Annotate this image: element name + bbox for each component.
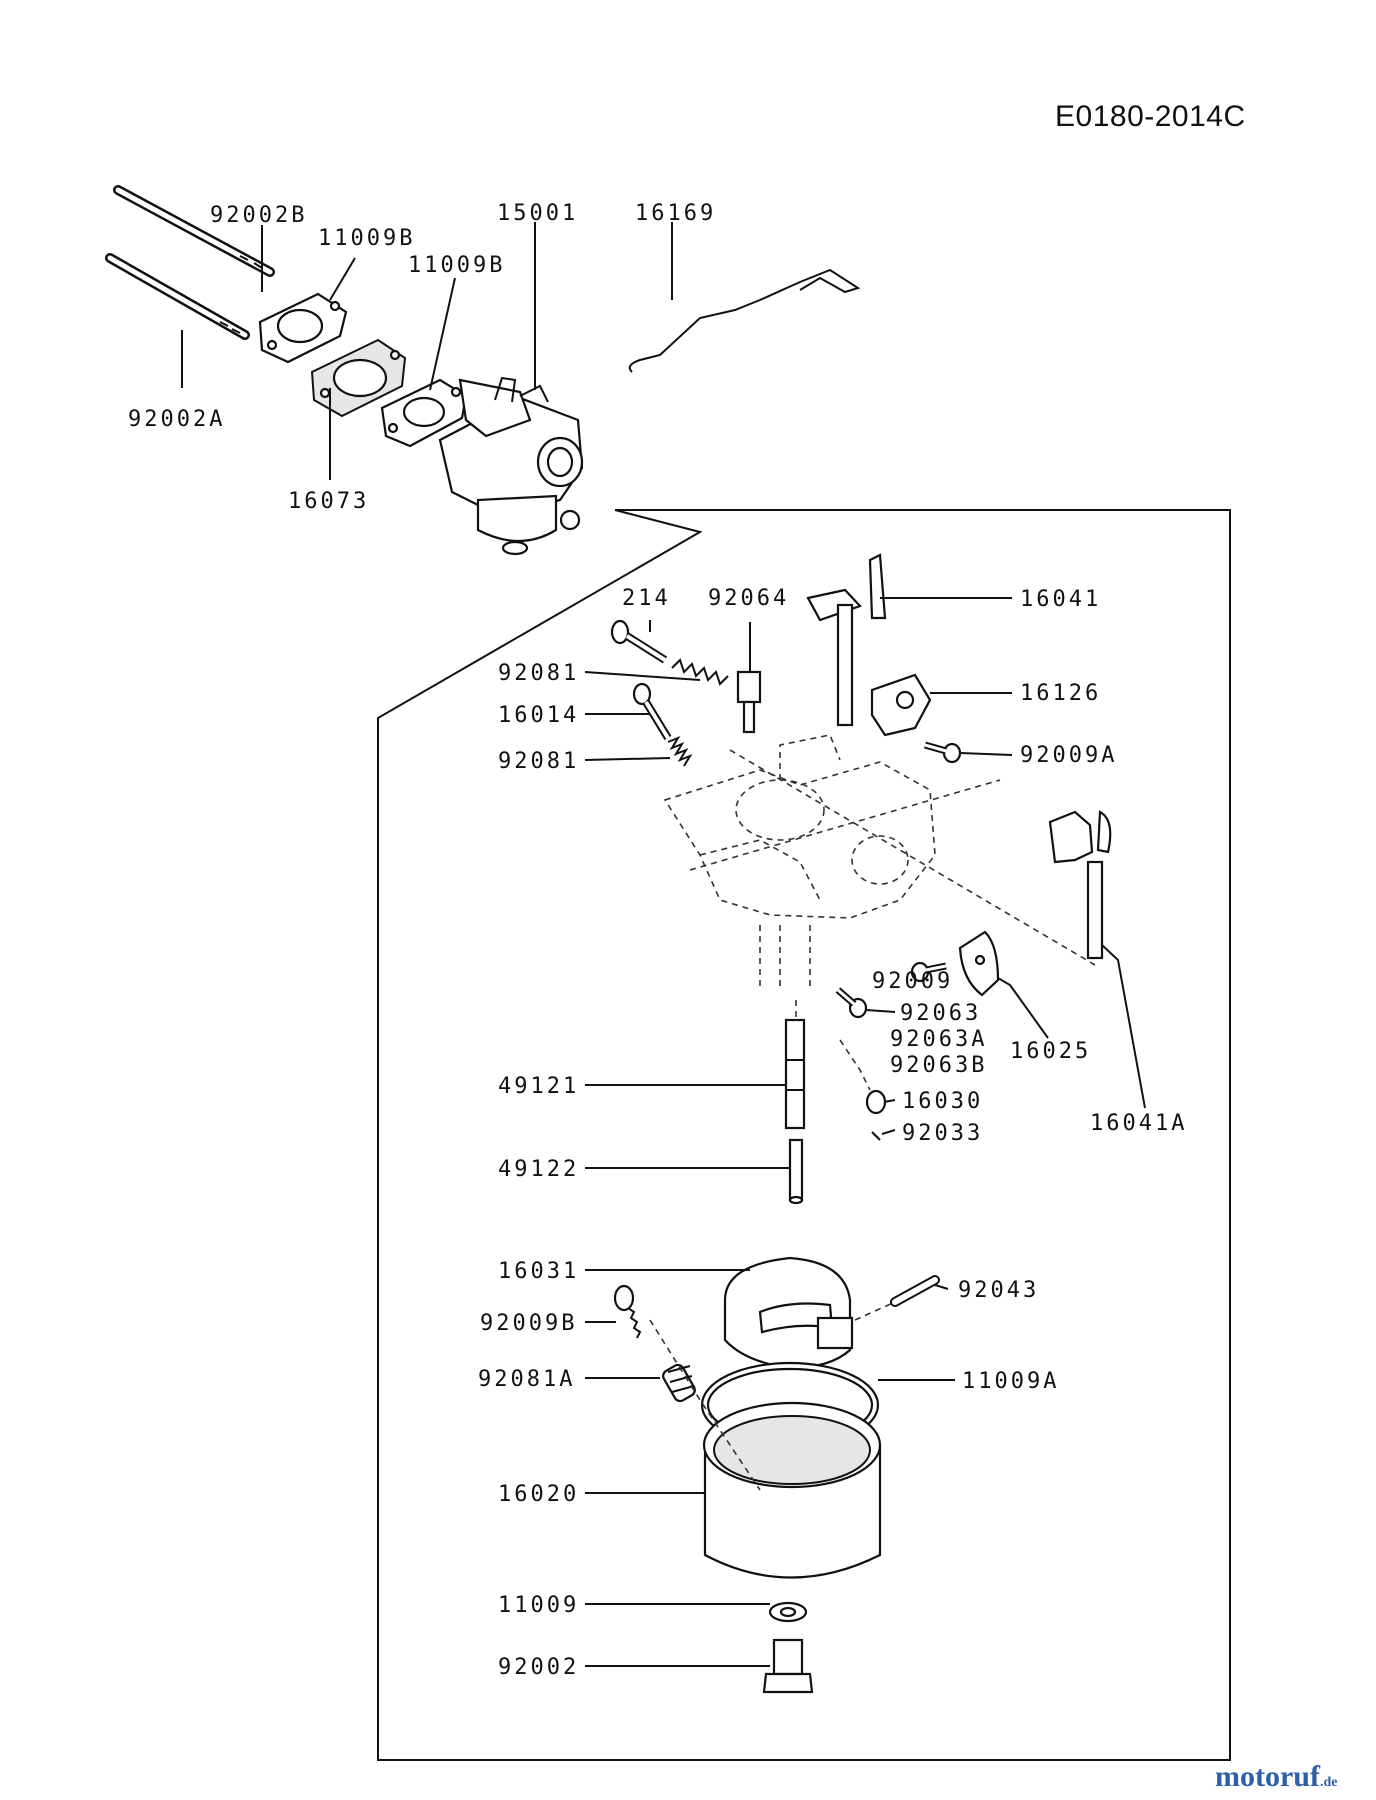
tube-49121 bbox=[784, 1018, 806, 1130]
jet-49122 bbox=[788, 1138, 804, 1205]
screw-214 bbox=[610, 619, 668, 664]
document-code: E0180-2014C bbox=[1055, 100, 1246, 133]
label-92009B: 92009B bbox=[480, 1311, 577, 1336]
label-92081-1: 92081 bbox=[498, 661, 579, 686]
label-16126: 16126 bbox=[1020, 681, 1101, 706]
label-92002B: 92002B bbox=[210, 203, 307, 228]
screw-16014 bbox=[632, 682, 672, 741]
screw-92063 bbox=[835, 987, 868, 1019]
bolt-92002 bbox=[762, 1638, 814, 1694]
pin-92043 bbox=[890, 1275, 940, 1307]
label-11009: 11009 bbox=[498, 1593, 579, 1618]
label-15001: 15001 bbox=[497, 201, 578, 226]
label-16031: 16031 bbox=[498, 1259, 579, 1284]
label-92033: 92033 bbox=[902, 1121, 983, 1146]
ring-16030 bbox=[865, 1089, 887, 1115]
stud-92002B bbox=[113, 185, 275, 277]
control-rod-16169 bbox=[628, 268, 861, 373]
label-92063B: 92063B bbox=[890, 1053, 987, 1078]
label-16073: 16073 bbox=[288, 489, 369, 514]
spring-92081-upper bbox=[671, 658, 729, 686]
label-49122: 49122 bbox=[498, 1157, 579, 1182]
jet-92064 bbox=[736, 670, 762, 734]
insulator-16073 bbox=[310, 338, 407, 418]
label-92081-2: 92081 bbox=[498, 749, 579, 774]
carburetor-body-outline bbox=[663, 734, 1096, 990]
plate-16025 bbox=[958, 930, 1000, 997]
label-214: 214 bbox=[622, 586, 671, 611]
gasket-11009B-second bbox=[380, 378, 468, 448]
label-92081A: 92081A bbox=[478, 1367, 575, 1392]
label-16025: 16025 bbox=[1010, 1039, 1091, 1064]
label-16020: 16020 bbox=[498, 1482, 579, 1507]
watermark-logo: motoruf.de bbox=[1215, 1760, 1338, 1793]
screw-92009 bbox=[910, 961, 947, 983]
label-16041: 16041 bbox=[1020, 587, 1101, 612]
label-16041A: 16041A bbox=[1090, 1111, 1187, 1136]
label-11009B-1: 11009B bbox=[318, 226, 415, 251]
plate-16126 bbox=[870, 673, 932, 737]
label-92064: 92064 bbox=[708, 586, 789, 611]
label-11009A: 11009A bbox=[962, 1369, 1059, 1394]
label-49121: 49121 bbox=[498, 1074, 579, 1099]
spring-92081A bbox=[662, 1363, 696, 1403]
shaft-16041 bbox=[806, 553, 887, 727]
stud-92002A bbox=[105, 253, 250, 340]
screw-92009B bbox=[613, 1284, 642, 1339]
label-11009B-2: 11009B bbox=[408, 253, 505, 278]
float-bowl-16020 bbox=[702, 1401, 882, 1579]
label-16014: 16014 bbox=[498, 703, 579, 728]
shaft-16041A bbox=[1048, 810, 1112, 960]
label-92043: 92043 bbox=[958, 1278, 1039, 1303]
pin-92033 bbox=[871, 1131, 881, 1141]
label-92002: 92002 bbox=[498, 1655, 579, 1680]
float-16031 bbox=[723, 1256, 854, 1370]
label-16030: 16030 bbox=[902, 1089, 983, 1114]
label-92009A: 92009A bbox=[1020, 743, 1117, 768]
label-92063A: 92063A bbox=[890, 1027, 987, 1052]
label-92002A: 92002A bbox=[128, 407, 225, 432]
detail-frame bbox=[377, 509, 1231, 1761]
washer-11009 bbox=[768, 1601, 808, 1623]
spring-92081-lower bbox=[667, 735, 693, 767]
screw-92009A bbox=[924, 741, 962, 764]
label-16169: 16169 bbox=[635, 201, 716, 226]
carburetor-15001 bbox=[438, 376, 584, 556]
label-92063: 92063 bbox=[900, 1001, 981, 1026]
label-92009: 92009 bbox=[872, 969, 953, 994]
gasket-11009B-first bbox=[258, 292, 348, 364]
